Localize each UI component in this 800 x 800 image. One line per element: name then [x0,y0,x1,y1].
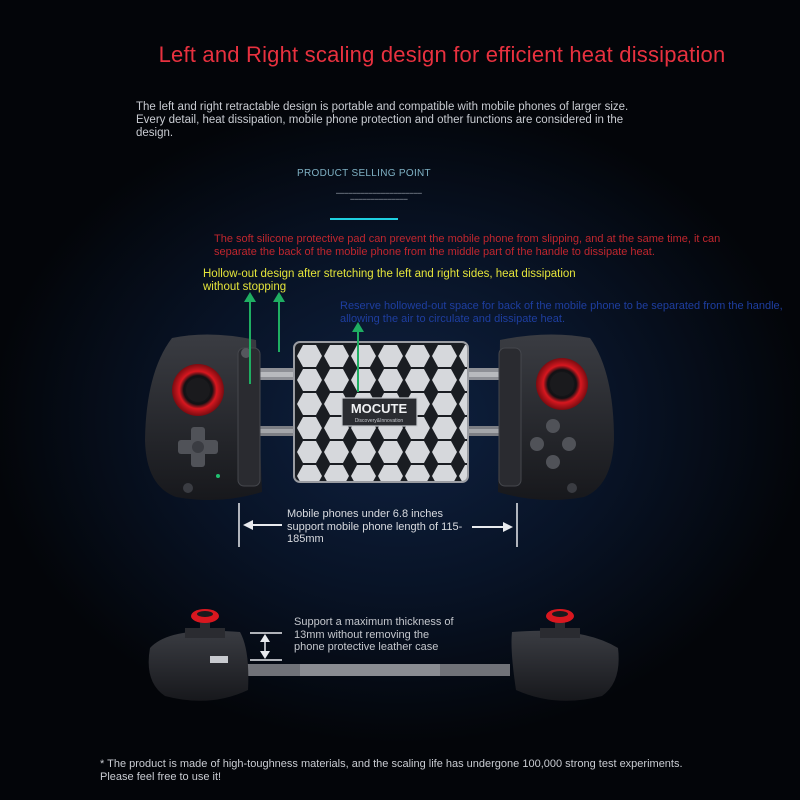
footer-disclaimer: * The product is made of high-toughness … [100,758,683,783]
brand-logo: MOCUTE [351,401,408,416]
phone-size-note: Mobile phones under 6.8 inches support m… [287,508,463,545]
selling-point-heading: PRODUCT SELLING POINT [297,168,431,179]
thickness-dimension [250,632,282,661]
intro-paragraph: The left and right retractable design is… [136,101,629,139]
dpad [178,427,218,467]
airflow-note: Reserve hollowed-out space for back of t… [340,300,783,325]
accent-divider [330,218,398,220]
page-title: Left and Right scaling design for effici… [158,42,726,67]
brand-tagline: Discovery&Innovation [355,418,404,424]
right-grip [498,334,614,501]
hex-silicone-pad: MOCUTE Discovery&Innovation [293,341,469,483]
face-buttons [530,419,576,469]
tiny-decorative-text: ▬▬▬▬▬▬▬▬▬▬▬▬▬▬▬▬▬▬▬▬▬▬▬▬▬▬▬▬▬▬▬▬▬▬▬ [335,190,423,201]
silicone-pad-note: The soft silicone protective pad can pre… [214,233,721,258]
hollow-out-note: Hollow-out design after stretching the l… [203,268,576,293]
thickness-note: Support a maximum thickness of 13mm with… [294,616,454,653]
green-arrows [244,292,364,392]
left-grip [145,334,262,501]
side-view-controller [148,609,619,701]
length-dimension [238,503,518,547]
